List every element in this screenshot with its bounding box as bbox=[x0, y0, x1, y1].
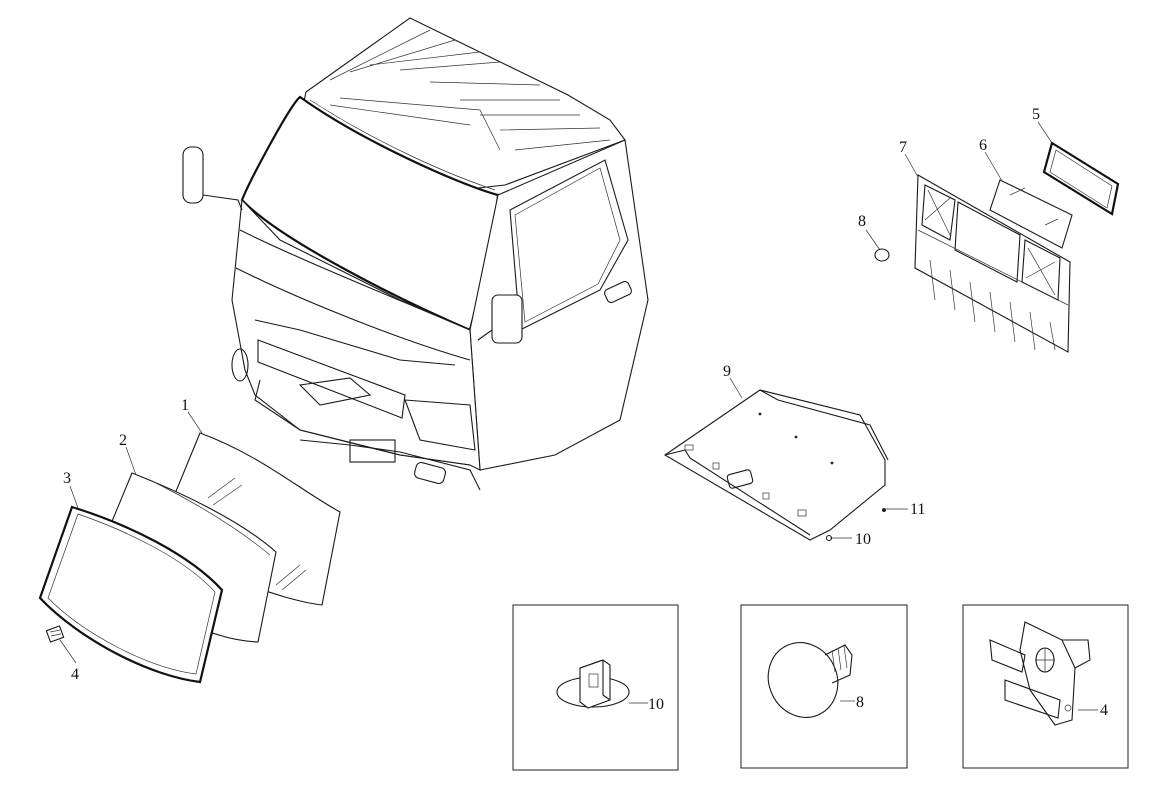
rear-seal-5 bbox=[1042, 141, 1120, 216]
right-mirror-icon bbox=[477, 294, 523, 344]
windshield-glass-3 bbox=[38, 505, 224, 684]
callout-6: 6 bbox=[979, 137, 987, 154]
headliner-9 bbox=[663, 389, 889, 542]
callout-7: 7 bbox=[899, 139, 907, 156]
detail-box-plug-8: 8 bbox=[740, 604, 908, 769]
callout-11: 11 bbox=[910, 501, 925, 518]
callout-1: 1 bbox=[181, 397, 189, 414]
detail-label-10: 10 bbox=[648, 696, 664, 713]
callout-9: 9 bbox=[723, 363, 731, 380]
callout-3: 3 bbox=[63, 470, 71, 487]
callout-10: 10 bbox=[855, 531, 871, 548]
rear-glass-6 bbox=[989, 179, 1073, 249]
plug-8-small-icon bbox=[874, 248, 890, 262]
callout-5: 5 bbox=[1032, 106, 1040, 123]
truck-cab bbox=[182, 17, 649, 491]
clip-4-small-icon bbox=[45, 625, 65, 643]
detail-label-4: 4 bbox=[1100, 702, 1108, 719]
callout-2: 2 bbox=[119, 432, 127, 449]
detail-label-8: 8 bbox=[856, 694, 864, 711]
detail-box-clip-4: 4 bbox=[962, 604, 1129, 769]
callout-4: 4 bbox=[71, 666, 79, 683]
detail-box-clip-10: 10 bbox=[512, 604, 679, 771]
left-mirror-icon bbox=[182, 146, 243, 211]
callout-leaders bbox=[59, 121, 1053, 664]
rear-panel-7 bbox=[914, 174, 1071, 353]
callout-8: 8 bbox=[858, 213, 866, 230]
